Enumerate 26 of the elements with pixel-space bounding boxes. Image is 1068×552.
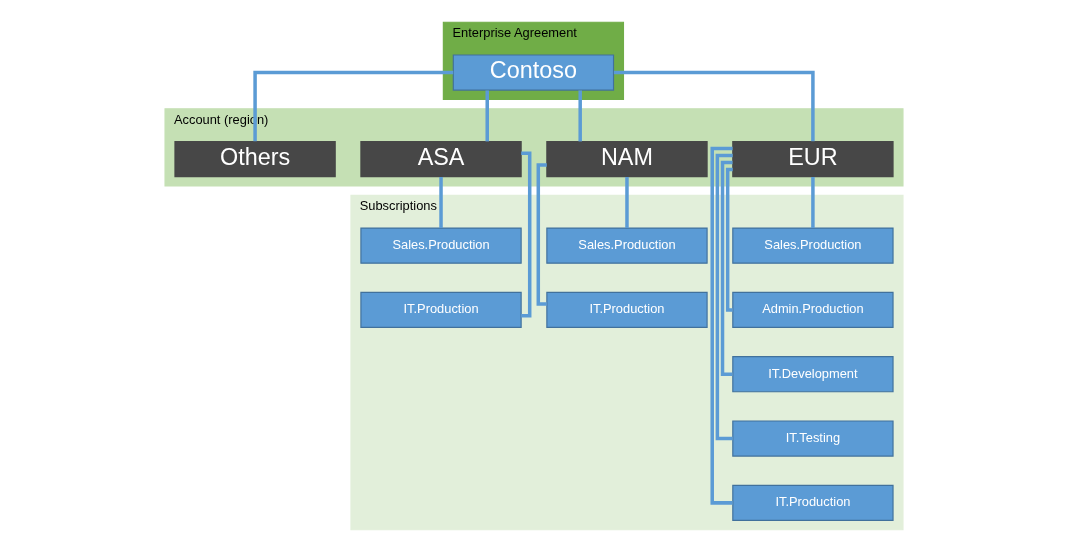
node-box: ASA — [360, 140, 522, 178]
node-box: IT.Development — [732, 356, 894, 393]
connector — [811, 177, 815, 228]
node-box: IT.Production — [360, 291, 522, 329]
node-box: Sales.Production — [546, 227, 708, 264]
connector — [485, 90, 489, 142]
connector — [536, 163, 547, 306]
connector — [720, 160, 733, 376]
node-box: IT.Testing — [732, 420, 894, 457]
node-box: Admin.Production — [732, 291, 894, 329]
connector — [439, 177, 443, 228]
node-box: Sales.Production — [732, 227, 894, 264]
node-box: IT.Production — [546, 291, 708, 329]
connector — [625, 177, 629, 228]
connector — [725, 167, 733, 312]
node-box: Others — [174, 140, 336, 178]
node-box: Sales.Production — [360, 227, 522, 264]
node-box: Contoso — [452, 54, 615, 91]
node-box: NAM — [546, 140, 708, 178]
node-box: EUR — [732, 140, 894, 178]
connector — [715, 153, 733, 441]
connector — [613, 70, 815, 142]
connector — [253, 70, 454, 142]
node-box: IT.Production — [732, 484, 894, 521]
connector — [578, 90, 582, 142]
connector — [521, 151, 532, 318]
